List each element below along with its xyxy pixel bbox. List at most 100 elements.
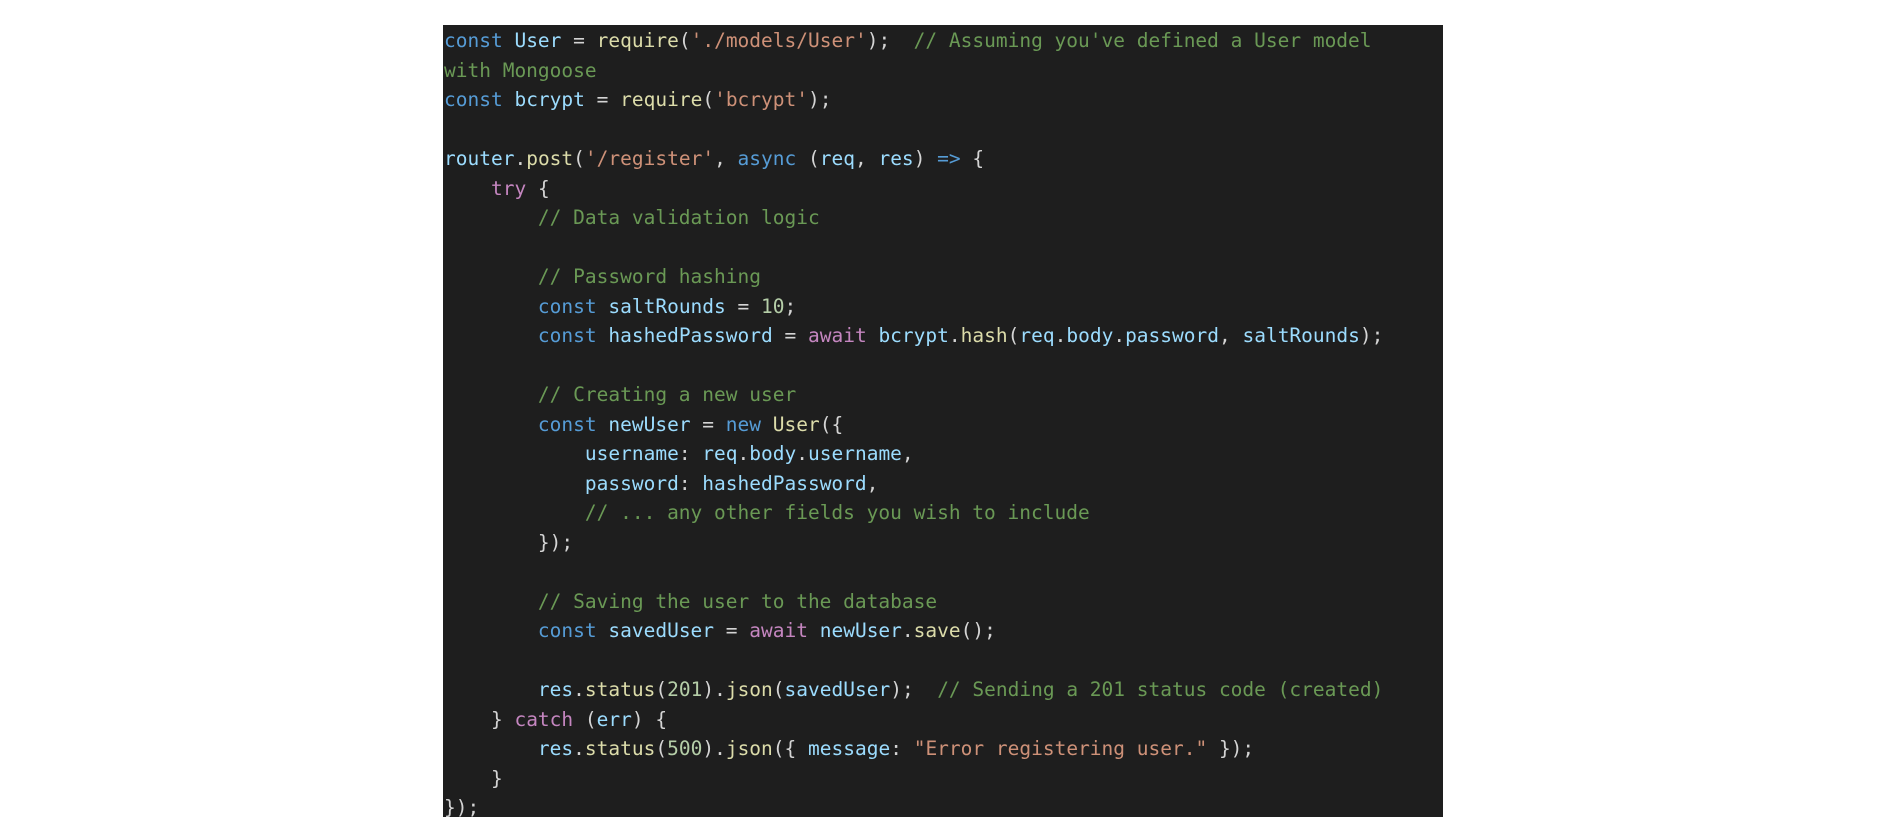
code-token-plain: [444, 472, 585, 495]
code-token-plain: {: [526, 176, 550, 200]
code-token-plain: (: [772, 678, 785, 701]
code-token-var: newUser: [819, 619, 902, 642]
code-token-ctrl: await: [807, 324, 867, 347]
code-line: res.status(201).json(savedUser); // Send…: [443, 675, 1443, 705]
code-token-plain: );: [866, 29, 914, 52]
code-token-var: res: [537, 678, 574, 701]
code-token-var: req: [1019, 324, 1055, 347]
code-token-kw: const: [444, 29, 503, 52]
code-token-plain: ({: [819, 412, 844, 436]
code-token-plain: :: [678, 442, 703, 465]
code-token-var: bcrypt: [878, 324, 949, 347]
code-token-plain: ,: [854, 147, 879, 170]
code-token-ctrl: await: [749, 619, 808, 642]
code-token-var: User: [514, 29, 562, 52]
code-line: // Data validation logic: [443, 203, 1443, 233]
code-token-plain: [444, 678, 538, 701]
code-token-plain: [503, 29, 515, 52]
code-token-ctrl: catch: [514, 707, 574, 731]
code-token-plain: .: [948, 324, 961, 347]
code-line: [443, 115, 1443, 145]
code-line: res.status(500).json({ message: "Error r…: [443, 734, 1443, 764]
code-token-num: 10: [761, 294, 785, 318]
code-token-plain: .: [573, 678, 585, 701]
code-token-fn: save: [913, 619, 961, 642]
code-token-comment: // Data validation logic: [537, 206, 820, 229]
code-token-plain: =: [561, 29, 597, 52]
code-token-kw: const: [537, 294, 597, 318]
code-token-var: password: [1125, 324, 1219, 347]
code-token-kw: =>: [937, 147, 961, 170]
code-token-plain: (: [678, 29, 691, 52]
code-token-plain: (: [573, 147, 585, 170]
code-token-var: hashedPassword: [608, 324, 773, 347]
code-token-plain: });: [444, 796, 480, 817]
code-token-fn: User: [772, 412, 820, 436]
code-line: const saltRounds = 10;: [443, 292, 1443, 322]
code-token-plain: [444, 383, 538, 406]
code-line: const User = require('./models/User'); /…: [443, 26, 1443, 56]
code-line: const newUser = new User({: [443, 410, 1443, 440]
code-token-var: saltRounds: [1242, 324, 1360, 347]
code-token-comment: // Password hashing: [537, 265, 761, 288]
code-token-fn: status: [584, 678, 656, 701]
code-token-comment: // Assuming you've defined a User model: [913, 29, 1372, 52]
code-token-num: 500: [667, 737, 703, 760]
code-token-kw: const: [537, 324, 597, 347]
code-token-plain: [808, 619, 820, 642]
code-token-plain: (: [796, 147, 820, 170]
code-line: });: [443, 793, 1443, 817]
code-token-var: hashedPassword: [702, 471, 867, 495]
code-token-plain: :: [678, 471, 703, 495]
code-token-kw: const: [537, 619, 597, 642]
code-line: [443, 557, 1443, 587]
code-token-plain: ({: [772, 737, 809, 760]
code-token-fn: post: [526, 147, 574, 170]
code-line: const hashedPassword = await bcrypt.hash…: [443, 321, 1443, 351]
code-token-str: '/register': [584, 147, 715, 170]
code-token-plain: (: [573, 707, 597, 731]
code-token-var: password: [584, 471, 679, 495]
code-token-plain: ,: [901, 442, 914, 465]
code-token-var: saltRounds: [608, 294, 726, 318]
code-token-var: router: [444, 147, 515, 170]
code-token-num: 201: [667, 678, 703, 701]
code-token-plain: =: [714, 619, 750, 642]
code-token-var: newUser: [608, 412, 691, 436]
code-token-plain: ): [913, 147, 938, 170]
code-token-plain: [444, 265, 538, 288]
code-token-ctrl: try: [490, 176, 527, 200]
code-line: // Password hashing: [443, 262, 1443, 292]
code-token-plain: ;: [784, 294, 797, 318]
code-token-var: res: [878, 147, 914, 170]
code-token-comment: with Mongoose: [444, 58, 597, 82]
code-line: router.post('/register', async (req, res…: [443, 144, 1443, 174]
code-token-plain: }: [444, 707, 515, 731]
code-token-plain: .: [1113, 324, 1126, 347]
code-token-var: savedUser: [784, 678, 891, 701]
code-token-var: bcrypt: [514, 88, 585, 111]
code-token-plain: .: [514, 147, 527, 170]
code-token-plain: :: [890, 737, 914, 760]
code-token-plain: [444, 413, 538, 436]
code-token-plain: [444, 590, 538, 613]
code-editor-panel: const User = require('./models/User'); /…: [443, 25, 1443, 817]
code-token-plain: .: [901, 619, 914, 642]
code-token-plain: .: [573, 737, 585, 760]
code-token-var: username: [808, 442, 902, 465]
code-token-fn: json: [725, 737, 773, 760]
code-token-plain: [597, 324, 609, 347]
code-token-plain: (: [702, 88, 715, 111]
code-token-str: 'bcrypt': [714, 88, 808, 111]
code-line: }: [443, 764, 1443, 794]
code-token-var: req: [702, 442, 738, 465]
code-token-plain: }: [444, 766, 503, 790]
code-token-str: "Error registering user.": [913, 737, 1208, 760]
code-line: with Mongoose: [443, 56, 1443, 86]
code-token-comment: // Sending a 201 status code (created): [937, 678, 1384, 701]
code-token-var: username: [584, 442, 679, 465]
code-token-plain: );: [808, 88, 832, 111]
code-token-plain: [597, 619, 609, 642]
code-token-plain: [444, 737, 538, 760]
code-token-plain: ,: [714, 147, 738, 170]
